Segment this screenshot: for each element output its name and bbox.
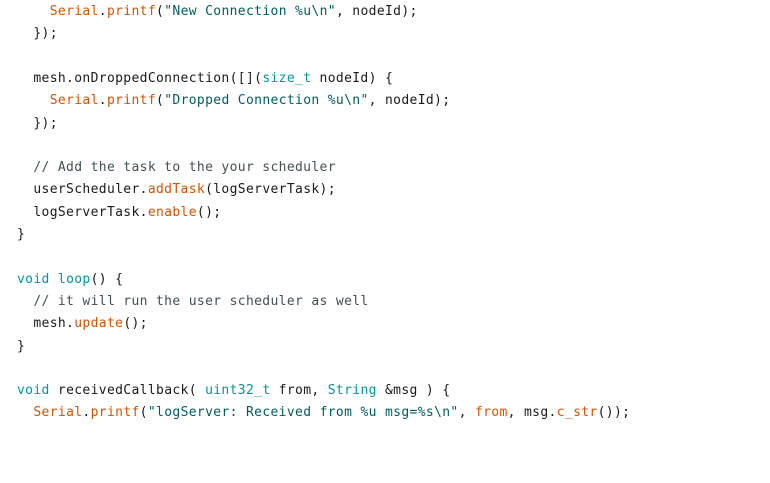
code-token-plain: mesh.	[17, 316, 75, 332]
code-token-func: Serial	[49, 93, 99, 109]
code-token-plain: ,	[458, 405, 475, 421]
code-token-string: "New Connection %u\n"	[164, 4, 336, 19]
code-line[interactable]: Serial.printf("Dropped Connection %u\n",…	[17, 90, 450, 112]
code-token-plain	[17, 93, 50, 108]
code-token-plain: }	[17, 227, 26, 242]
code-token-plain: .	[82, 405, 91, 421]
code-token-string: "Dropped Connection %u\n"	[164, 93, 369, 109]
code-token-type: String	[327, 383, 377, 399]
code-token-comment: // Add the task to the your scheduler	[17, 160, 336, 176]
code-token-plain: userScheduler.	[17, 182, 148, 198]
code-token-kw: void	[17, 383, 50, 399]
code-token-func: update	[74, 316, 124, 332]
code-token-comment: // it will run the user scheduler as wel…	[17, 293, 369, 309]
code-line[interactable]: userScheduler.addTask(logServerTask);	[17, 179, 336, 201]
code-token-plain: nodeId) {	[311, 70, 394, 86]
code-token-plain: });	[17, 115, 58, 131]
code-token-kw: loop	[57, 271, 91, 287]
code-line[interactable]: });	[17, 23, 58, 45]
code-token-plain: ();	[196, 204, 222, 220]
code-token-plain: from,	[270, 383, 328, 399]
code-token-kw: void	[17, 271, 50, 287]
code-line[interactable]: }	[17, 224, 25, 246]
code-token-plain: .	[98, 4, 107, 19]
code-token-func: Serial	[33, 405, 83, 421]
code-token-string: "logServer: Received from %u msg=%s\n"	[147, 405, 459, 421]
code-token-plain: .	[98, 93, 107, 109]
code-token-plain: });	[17, 26, 58, 42]
code-token-func: Serial	[49, 4, 99, 19]
code-token-plain	[17, 405, 33, 420]
code-line[interactable]: Serial.printf("logServer: Received from …	[17, 402, 630, 424]
code-token-type: size_t	[262, 70, 312, 86]
code-line[interactable]: }	[17, 336, 25, 358]
code-token-plain	[50, 272, 58, 287]
code-token-plain: (	[156, 4, 165, 19]
code-line[interactable]: // Add the task to the your scheduler	[17, 157, 336, 179]
code-line[interactable]: mesh.update();	[17, 313, 148, 335]
code-token-plain: ();	[123, 316, 148, 332]
code-line[interactable]: void loop() {	[17, 269, 123, 291]
code-token-func: printf	[106, 4, 157, 19]
code-token-func: enable	[147, 204, 197, 220]
code-token-plain: receivedCallback(	[49, 383, 206, 399]
code-token-func: c_str	[556, 405, 598, 421]
code-token-plain: ());	[597, 405, 631, 421]
code-token-func: printf	[90, 405, 140, 421]
code-line[interactable]: Serial.printf("New Connection %u\n", nod…	[17, 1, 418, 23]
code-token-func: addTask	[147, 182, 206, 198]
code-line[interactable]: logServerTask.enable();	[17, 202, 221, 224]
code-token-plain: mesh.onDroppedConnection([](	[17, 70, 263, 86]
code-token-plain: , nodeId);	[368, 93, 451, 109]
code-token-plain: }	[17, 338, 26, 354]
code-line[interactable]: mesh.onDroppedConnection([](size_t nodeI…	[17, 68, 393, 90]
code-token-plain: (	[139, 405, 148, 421]
code-token-type: uint32_t	[205, 383, 271, 399]
code-token-plain: &msg ) {	[376, 383, 451, 399]
code-token-plain: () {	[90, 271, 124, 287]
code-token-func: printf	[106, 93, 157, 109]
code-token-plain: logServerTask.	[17, 204, 148, 220]
code-token-plain: , nodeId);	[335, 4, 418, 19]
code-line[interactable]: void receivedCallback( uint32_t from, St…	[17, 380, 450, 402]
code-line[interactable]: });	[17, 113, 58, 135]
code-token-func: from	[474, 405, 508, 421]
code-token-plain: , msg.	[507, 405, 557, 421]
code-token-plain	[17, 4, 50, 19]
code-line[interactable]: // it will run the user scheduler as wel…	[17, 291, 369, 313]
code-token-plain: (logServerTask);	[205, 182, 336, 198]
code-token-plain: (	[156, 93, 165, 109]
